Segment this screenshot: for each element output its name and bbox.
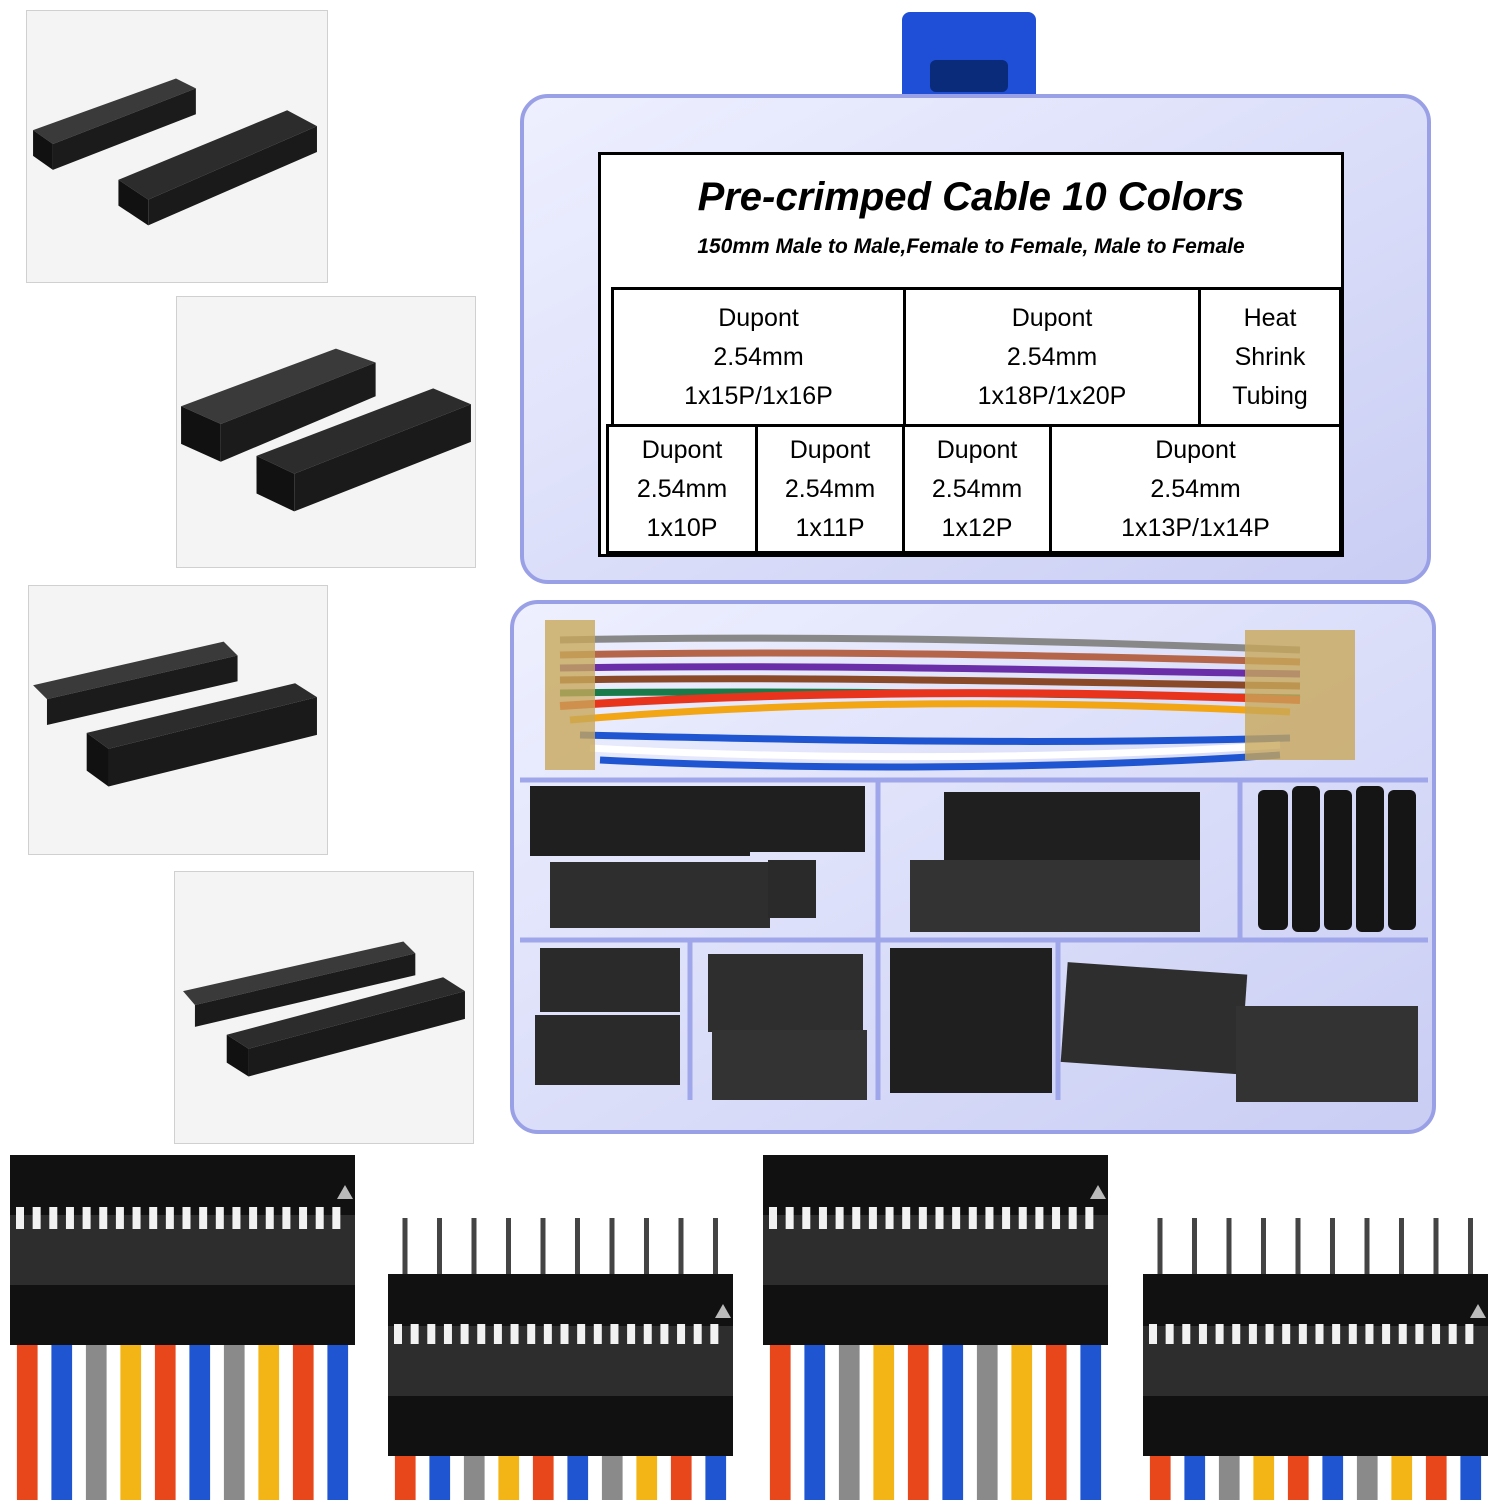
wires-bundle bbox=[545, 620, 1355, 771]
cell-line: Heat bbox=[1243, 303, 1297, 332]
cell-line: 1x12P bbox=[941, 513, 1013, 542]
cell-line: Dupont bbox=[789, 435, 871, 464]
thumbnail-connector-4 bbox=[174, 871, 474, 1144]
cell-line: Dupont bbox=[1155, 435, 1236, 464]
thumbnail-connector-3 bbox=[28, 585, 328, 855]
label-subtitle: 150mm Male to Male,Female to Female, Mal… bbox=[697, 235, 1245, 258]
cell-line: 1x18P/1x20P bbox=[977, 381, 1127, 410]
connector-pair-image bbox=[33, 78, 317, 226]
connector-pair-image bbox=[183, 941, 465, 1077]
male-connector-illustration bbox=[388, 1218, 733, 1500]
label-cell-1x18p-1x20p: Dupont 2.54mm 1x18P/1x20P bbox=[903, 287, 1201, 427]
thumbnail-connector-1 bbox=[26, 10, 328, 283]
male-connector-illustration bbox=[1143, 1218, 1488, 1500]
cell-line: 2.54mm bbox=[713, 342, 804, 371]
cell-line: 1x13P/1x14P bbox=[1121, 513, 1270, 542]
cell-line: 2.54mm bbox=[1150, 474, 1241, 503]
female-connector-illustration bbox=[763, 1155, 1108, 1500]
heat-shrink-tubing bbox=[1258, 786, 1416, 932]
label-cell-1x12p: Dupont 2.54mm 1x12P bbox=[902, 424, 1052, 554]
cell-line: Dupont bbox=[1011, 303, 1093, 332]
box-connectors bbox=[530, 786, 1418, 1102]
label-title: Pre-crimped Cable 10 Colors bbox=[697, 175, 1245, 219]
cell-line: 2.54mm bbox=[784, 474, 876, 503]
cell-line: Tubing bbox=[1232, 381, 1308, 410]
latch bbox=[902, 12, 1036, 120]
cell-line: Dupont bbox=[718, 303, 799, 332]
cell-line: Dupont bbox=[936, 435, 1018, 464]
thumbnail-connector-2 bbox=[176, 296, 476, 568]
cell-line: 2.54mm bbox=[1006, 342, 1098, 371]
cell-line: 1x10P bbox=[646, 513, 718, 542]
label-cell-1x13p-1x14p: Dupont 2.54mm 1x13P/1x14P bbox=[1049, 424, 1342, 554]
cell-line: Dupont bbox=[641, 435, 723, 464]
female-connector-illustration bbox=[10, 1155, 355, 1500]
label-cell-heat-shrink: Heat Shrink Tubing bbox=[1198, 287, 1342, 427]
cell-line: 2.54mm bbox=[931, 474, 1023, 503]
cell-line: Shrink bbox=[1234, 342, 1306, 371]
label-cell-1x10p: Dupont 2.54mm 1x10P bbox=[606, 424, 758, 554]
cell-line: 2.54mm bbox=[636, 474, 728, 503]
female-connector-diagram-1 bbox=[10, 1155, 355, 1500]
male-connector-diagram-1 bbox=[388, 1218, 733, 1500]
connector-pair-image bbox=[33, 641, 317, 787]
female-connector-diagram-2 bbox=[763, 1155, 1108, 1500]
cell-line: 1x15P/1x16P bbox=[684, 381, 833, 410]
product-label-card: Pre-crimped Cable 10 Colors 150mm Male t… bbox=[598, 152, 1344, 557]
label-cell-1x15p-1x16p: Dupont 2.54mm 1x15P/1x16P bbox=[611, 287, 906, 427]
connector-pair-image bbox=[181, 348, 471, 512]
male-connector-diagram-2 bbox=[1143, 1218, 1488, 1500]
label-cell-1x11p: Dupont 2.54mm 1x11P bbox=[755, 424, 905, 554]
cell-line: 1x11P bbox=[795, 513, 865, 542]
